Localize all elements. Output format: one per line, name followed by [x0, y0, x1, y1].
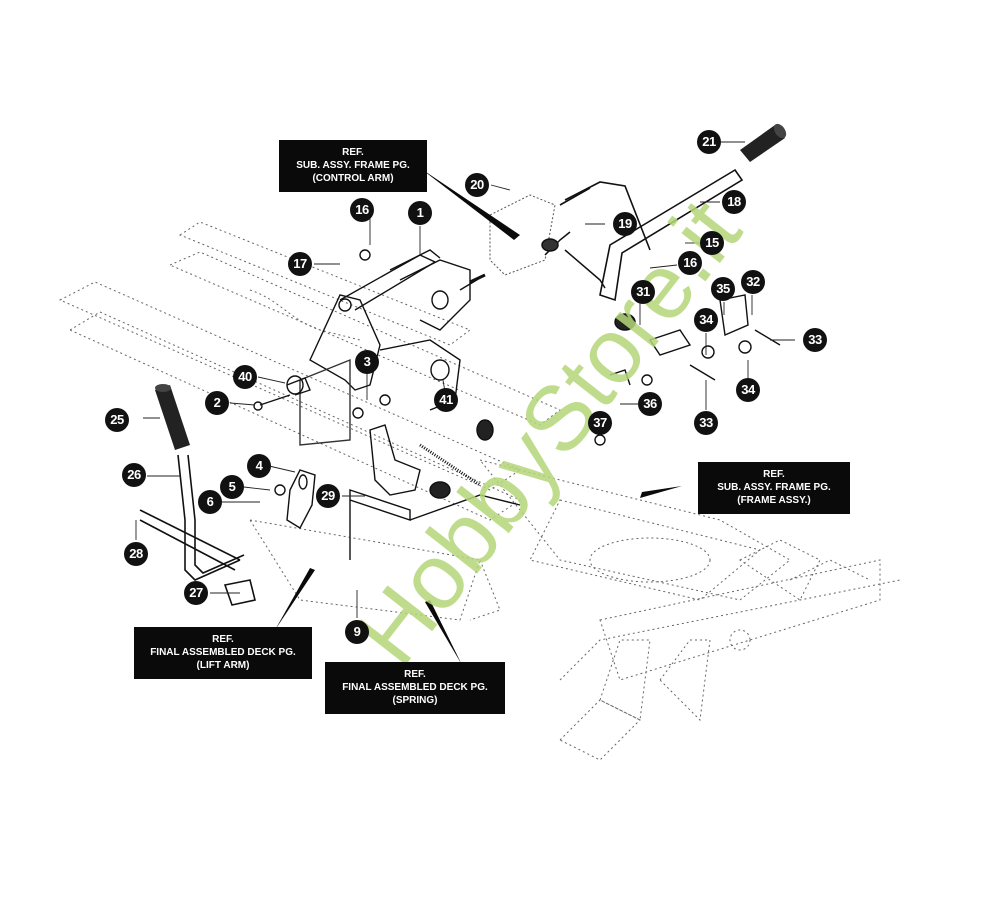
control-arm-bracket — [489, 194, 556, 276]
ref-box-spring: REF. FINAL ASSEMBLED DECK PG. (SPRING) — [325, 662, 505, 714]
lift-handle-26 — [139, 454, 256, 606]
control-arm-handle — [559, 168, 744, 302]
callout-40: 40 — [233, 365, 257, 389]
callout-20: 20 — [465, 173, 489, 197]
callout-25: 25 — [105, 408, 129, 432]
handle-grip-21 — [740, 123, 787, 162]
callout-34: 34 — [736, 378, 760, 402]
callout-9: 9 — [345, 620, 369, 644]
ref-section: (LIFT ARM) — [196, 660, 250, 671]
callout-16: 16 — [350, 198, 374, 222]
ref-page: FINAL ASSEMBLED DECK PG. — [150, 647, 296, 658]
callout-37: 37 — [588, 411, 612, 435]
lift-handle-grip-25 — [155, 384, 190, 450]
ref-section: (CONTROL ARM) — [312, 173, 394, 184]
ref-label: REF. — [763, 469, 785, 480]
ref-box-lift-arm: REF. FINAL ASSEMBLED DECK PG. (LIFT ARM) — [134, 627, 312, 679]
phantom-frame-assembly — [248, 459, 901, 761]
callout-6: 6 — [198, 490, 222, 514]
leader-lines — [135, 141, 795, 618]
callout-28: 28 — [124, 542, 148, 566]
callout-3: 3 — [355, 350, 379, 374]
callout-5: 5 — [220, 475, 244, 499]
ref-page: FINAL ASSEMBLED DECK PG. — [342, 682, 488, 693]
callout-27: 27 — [184, 581, 208, 605]
ref-section: (SPRING) — [392, 695, 438, 706]
callout-2: 2 — [205, 391, 229, 415]
ref-label: REF. — [404, 669, 426, 680]
callout-31: 31 — [631, 280, 655, 304]
spring-19 — [541, 231, 606, 289]
right-linkage — [609, 294, 781, 386]
callout-26: 26 — [122, 463, 146, 487]
callout-32: 32 — [741, 270, 765, 294]
ref-box-frame-assy: REF. SUB. ASSY. FRAME PG. (FRAME ASSY.) — [698, 462, 850, 514]
ref-page: SUB. ASSY. FRAME PG. — [717, 482, 831, 493]
ref-pointers — [275, 168, 682, 665]
callout-1: 1 — [408, 201, 432, 225]
callout-16: 16 — [678, 251, 702, 275]
ref-page: SUB. ASSY. FRAME PG. — [296, 160, 410, 171]
callout-21: 21 — [697, 130, 721, 154]
callout-36: 36 — [638, 392, 662, 416]
ref-section: (FRAME ASSY.) — [737, 495, 811, 506]
callout-33: 33 — [694, 411, 718, 435]
pivot-assembly — [299, 249, 486, 446]
callout-33: 33 — [803, 328, 827, 352]
callout-34: 34 — [694, 308, 718, 332]
callout-35: 35 — [711, 277, 735, 301]
ref-label: REF. — [212, 634, 234, 645]
ref-label: REF. — [342, 147, 364, 158]
phantom-frame-rails — [58, 221, 561, 521]
callout-19: 19 — [613, 212, 637, 236]
lift-arm-bracket-4 — [286, 469, 316, 529]
callout-18: 18 — [722, 190, 746, 214]
callout-41: 41 — [434, 388, 458, 412]
callout-4: 4 — [247, 454, 271, 478]
callout-17: 17 — [288, 252, 312, 276]
spacer-40-bolt-2 — [253, 375, 311, 411]
callout-29: 29 — [316, 484, 340, 508]
hardware-washers — [274, 249, 752, 496]
callout-15: 15 — [700, 231, 724, 255]
spring-bracket-29 — [349, 419, 521, 560]
ref-box-control-arm: REF. SUB. ASSY. FRAME PG. (CONTROL ARM) — [279, 140, 427, 192]
